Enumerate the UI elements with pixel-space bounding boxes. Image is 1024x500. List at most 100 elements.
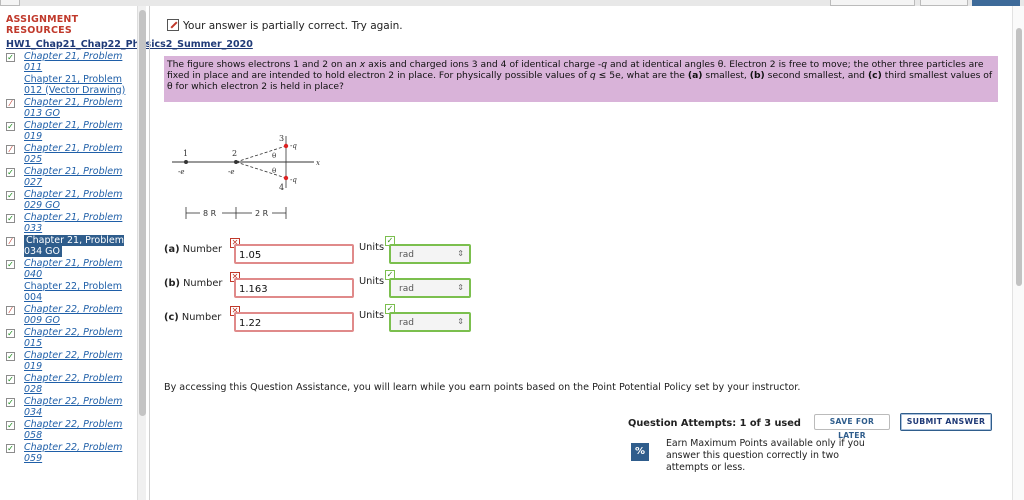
units-label: Units [359,310,385,321]
divider [149,6,150,500]
sidebar-item[interactable]: ✓ Chapter 21, Problem 011 [6,51,134,73]
status-message: Your answer is partially correct. Try ag… [167,19,403,32]
check-icon: ✓ [6,375,15,384]
units-select[interactable]: rad⇕ [389,312,471,332]
dim-right-label: 2 R [255,209,269,218]
sidebar-item[interactable]: Chapter 21, Problem 012 (Vector Drawing) [6,74,134,96]
sidebar-item[interactable]: ✓Chapter 22, Problem 019 [6,350,134,372]
sidebar-item-label: Chapter 22, Problem 059 [24,442,123,464]
check-icon: ✓ [6,168,15,177]
max-points-note: Earn Maximum Points available only if yo… [666,438,865,473]
answer-part: (a) [164,244,180,255]
sidebar-item-label: Chapter 22, Problem 028 [24,373,123,395]
partial-correct-icon [167,19,179,31]
units-select[interactable]: rad⇕ [389,278,471,298]
sidebar-item[interactable]: ✓Chapter 21, Problem 019 [6,120,134,142]
sidebar-scrollbar[interactable] [137,6,146,500]
units-select-value: rad [399,318,414,328]
question-text: The figure shows electrons 1 and 2 on an… [164,56,998,102]
label-3: 3 [279,134,284,143]
number-input[interactable]: 1.05 [234,244,354,264]
sidebar-item-label: Chapter 22, Problem 034 [24,396,123,418]
sidebar-item-label: Chapter 21, Problem 034 GO [24,235,124,257]
units-select-value: rad [399,250,414,260]
check-icon: ✓ [6,421,15,430]
electron-1-dot [184,160,188,164]
check-icon: ✓ [6,398,15,407]
question-part: smallest, [702,70,750,81]
question-part: and at identical angles θ. Electron 2 is… [167,59,984,81]
save-for-later-button[interactable]: SAVE FOR LATER [814,414,890,440]
sidebar-item[interactable]: ✓Chapter 21, Problem 033 [6,212,134,234]
question-panel: Your answer is partially correct. Try ag… [150,6,1012,500]
top-toolbar [0,0,1024,6]
sidebar-item[interactable]: ⁄Chapter 22, Problem 009 GO [6,304,134,326]
sidebar-item[interactable]: ✓ Chapter 22, Problem 028 [6,373,134,395]
question-part-label: (b) [749,70,765,81]
sidebar-item[interactable]: ✓Chapter 22, Problem 059 [6,442,134,464]
sidebar-title-line: ASSIGNMENT [6,14,79,25]
question-part: The figure shows electrons 1 and 2 on an [167,59,360,70]
course-link[interactable]: HW1_Chap21_Chap22_Physics2_Summer_2020 [6,39,253,50]
top-tab[interactable] [920,0,968,6]
sidebar-item-label: Chapter 22, Problem 019 [24,350,123,372]
sidebar-item-label: Chapter 22, Problem 009 GO [24,304,123,326]
sidebar-item[interactable]: ✓Chapter 22, Problem 015 [6,327,134,349]
question-part: third smallest values of θ for which ele… [167,70,993,92]
partial-icon: ⁄ [6,237,15,246]
sidebar-item-label: Chapter 21, Problem 013 GO [24,97,123,119]
sidebar-item[interactable]: ✓ Chapter 22, Problem 034 [6,396,134,418]
sidebar-item[interactable]: ⁄ Chapter 21, Problem 013 GO [6,97,134,119]
question-var: q [601,59,608,70]
attempts-counter: Question Attempts: 1 of 3 used [628,418,801,429]
sidebar-item-label: Chapter 22, Problem 058 [24,419,123,441]
answer-label-text: Number [182,244,223,255]
scroll-thumb[interactable] [139,10,146,416]
check-icon: ✓ [6,329,15,338]
assignment-sidebar: ASSIGNMENT RESOURCES HW1_Chap21_Chap22_P… [0,6,253,500]
sidebar-item[interactable]: ✓Chapter 21, Problem 040 [6,258,134,280]
scroll-thumb[interactable] [1016,28,1022,286]
ion-4-dot [283,175,289,181]
axis-x-label: x [316,159,320,167]
sidebar-item[interactable]: ✓ Chapter 22, Problem 058 [6,419,134,441]
status-text: Your answer is partially correct. Try ag… [183,20,403,32]
top-tab[interactable] [830,0,915,6]
sidebar-item[interactable]: ⁄ Chapter 21, Problem 034 GO [6,235,134,257]
question-part: axis and charged ions 3 and 4 of identic… [365,59,602,70]
question-part-label: (a) [687,70,703,81]
charge-label-2: -e [228,168,235,176]
question-var: q [589,70,596,81]
label-2: 2 [232,149,237,158]
partial-icon: ⁄ [6,99,15,108]
theta-top-label: θ [272,152,276,160]
check-icon: ✓ [6,122,15,131]
submit-answer-button[interactable]: SUBMIT ANSWER [900,413,992,431]
sidebar-title: ASSIGNMENT RESOURCES [6,14,134,36]
percent-icon: % [631,443,649,461]
top-tab[interactable] [972,0,1020,6]
charge-label-3: -q [290,142,297,150]
sidebar-item[interactable]: ✓Chapter 21, Problem 029 GO [6,189,134,211]
sidebar-item[interactable]: ⁄Chapter 21, Problem 025 [6,143,134,165]
sidebar-item-label: Chapter 22, Problem 004 [24,281,122,303]
label-1: 1 [183,149,188,158]
units-select[interactable]: rad⇕ [389,244,471,264]
question-part-label: (c) [867,70,882,81]
check-icon: ✓ [6,53,15,62]
sidebar-item-label: Chapter 21, Problem 027 [24,166,123,188]
main-scrollbar[interactable] [1012,6,1024,500]
number-input[interactable]: 1.22 [234,312,354,332]
sidebar-item-label: Chapter 21, Problem 011 [24,51,123,73]
number-input[interactable]: 1.163 [234,278,354,298]
sidebar-item[interactable]: ✓ Chapter 21, Problem 027 [6,166,134,188]
ion-3-dot [283,143,289,149]
answer-label-text: Number [181,312,222,323]
sidebar-item[interactable]: Chapter 22, Problem 004 [6,281,134,303]
partial-icon: ⁄ [6,145,15,154]
top-tab[interactable] [0,0,20,6]
check-icon: ✓ [6,191,15,200]
sidebar-item-label: Chapter 21, Problem 033 [24,212,123,234]
